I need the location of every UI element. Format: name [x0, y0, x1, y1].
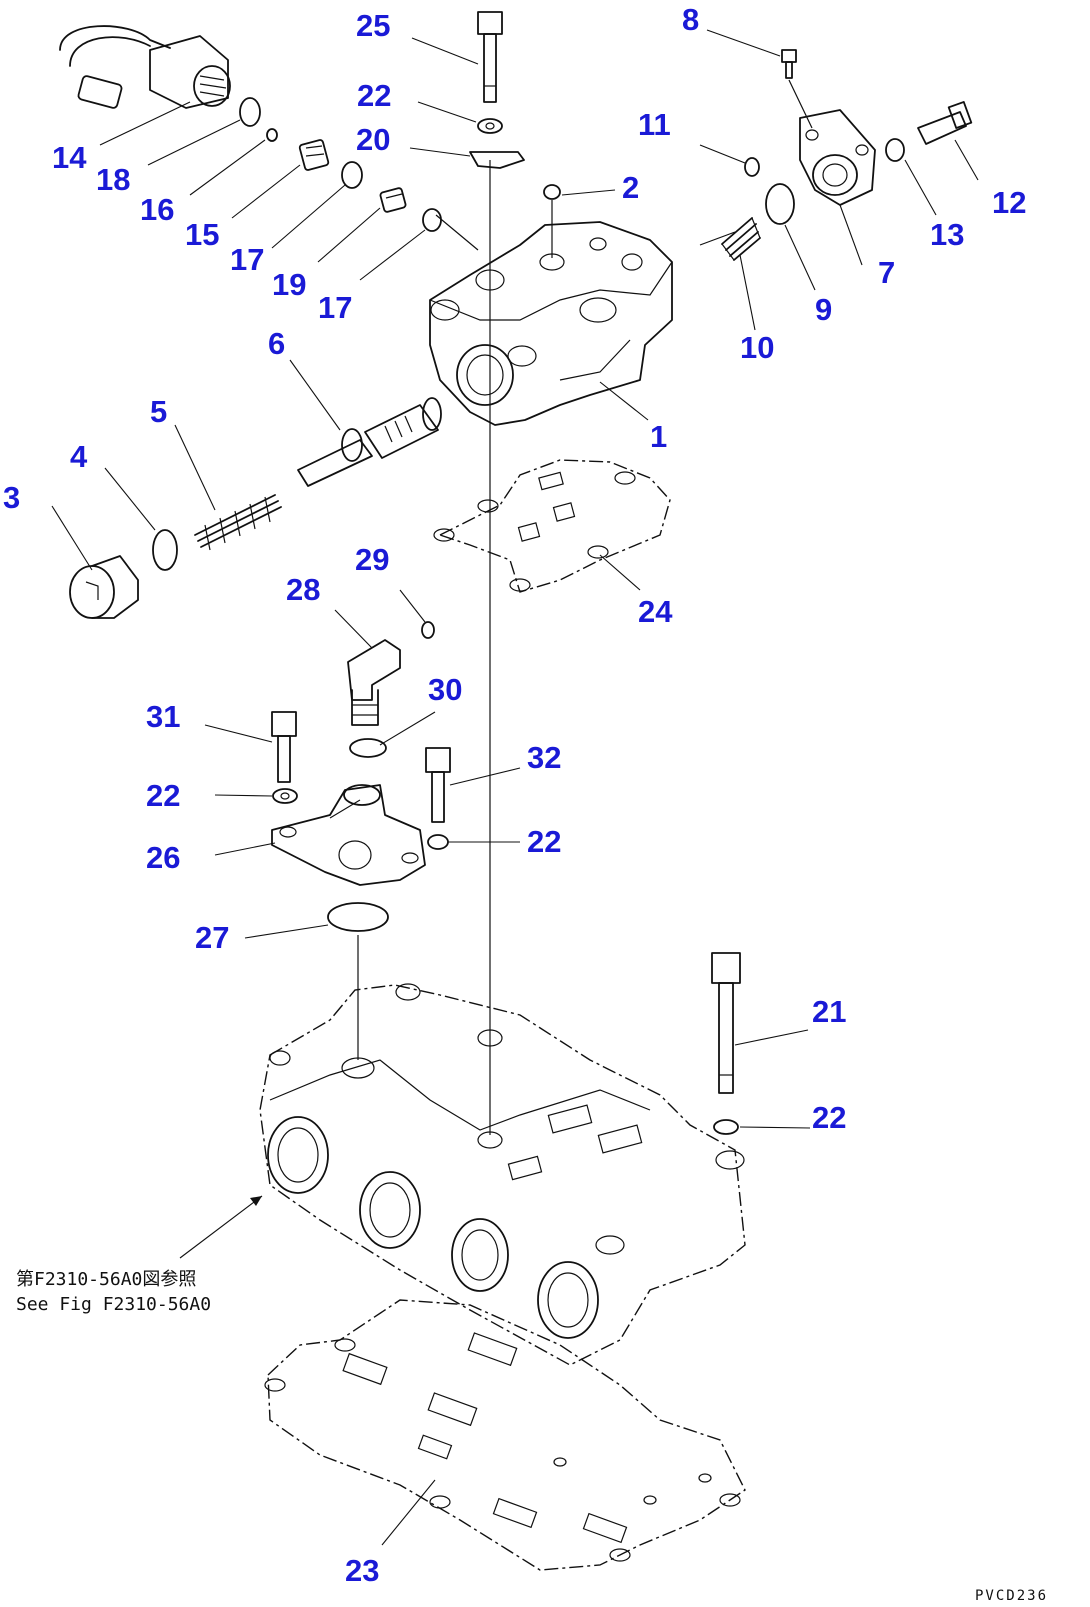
o-ring-29	[421, 621, 435, 639]
spool-6	[297, 397, 442, 487]
solenoid-14	[59, 25, 231, 109]
gasket-23	[264, 1299, 746, 1571]
bolt-31	[271, 711, 297, 783]
washer-13	[885, 138, 905, 162]
callout-14: 14	[52, 140, 87, 175]
callout-28: 28	[286, 572, 320, 607]
callout-31: 31	[146, 699, 180, 734]
callout-23: 23	[345, 1553, 379, 1588]
callout-4: 4	[70, 439, 88, 474]
callout-29: 29	[355, 542, 389, 577]
o-ring-17-upper	[341, 161, 363, 189]
callout-20: 20	[356, 122, 390, 157]
callout-24: 24	[638, 594, 673, 629]
flange-7	[799, 109, 876, 206]
callout-19: 19	[272, 267, 306, 302]
o-ring-17-lower	[422, 208, 442, 232]
callout-8: 8	[682, 2, 699, 37]
callout-18: 18	[96, 162, 130, 197]
o-ring-16	[266, 128, 278, 142]
fitting-19	[379, 187, 407, 213]
callout-numbers: 1 2 3 4 5 6 7 8 9 10 11 12 13 14 15 16 1…	[3, 2, 1026, 1588]
bolt-32	[425, 747, 451, 823]
callout-6: 6	[268, 326, 285, 361]
callout-32: 32	[527, 740, 561, 775]
callout-7: 7	[878, 255, 895, 290]
callout-10: 10	[740, 330, 774, 365]
valve-housing	[259, 983, 746, 1366]
callout-30: 30	[428, 672, 462, 707]
drawing-code: PVCD236	[975, 1588, 1048, 1604]
bolt-21	[711, 952, 741, 1094]
callout-13: 13	[930, 217, 964, 252]
block-26	[271, 784, 426, 886]
o-ring-4	[152, 529, 178, 571]
callout-3: 3	[3, 480, 20, 515]
bolt-25	[477, 11, 503, 103]
gasket-24	[433, 459, 671, 593]
callout-25: 25	[356, 8, 390, 43]
callout-2: 2	[622, 170, 639, 205]
fitting-15	[298, 139, 330, 171]
washer-22-left	[272, 788, 298, 804]
callout-12: 12	[992, 185, 1026, 220]
callout-22-right: 22	[527, 824, 561, 859]
reference-note-jp: 第F2310-56A0図参照	[16, 1269, 196, 1290]
callout-leaders	[51, 29, 979, 1546]
callout-16: 16	[140, 192, 174, 227]
callout-22-left: 22	[146, 778, 180, 813]
callout-5: 5	[150, 394, 167, 429]
washer-22-bottom	[713, 1119, 739, 1135]
o-ring-9	[765, 183, 795, 225]
callout-27: 27	[195, 920, 229, 955]
spring-5	[194, 494, 282, 551]
reference-note-en: See Fig F2310-56A0	[16, 1294, 211, 1315]
spring-10	[721, 217, 761, 261]
reference-leader	[179, 1195, 263, 1259]
bolt-12	[917, 101, 973, 145]
washer-22-right	[427, 834, 449, 850]
callout-21: 21	[812, 994, 846, 1029]
callout-22-top: 22	[357, 78, 391, 113]
plate-20	[469, 151, 525, 169]
callout-11: 11	[638, 107, 671, 142]
o-ring-30	[349, 738, 387, 758]
callout-1: 1	[650, 419, 667, 454]
elbow-28	[347, 639, 401, 726]
plug-2	[543, 184, 561, 200]
plug-3	[69, 555, 139, 619]
callout-22-bottom: 22	[812, 1100, 846, 1135]
callout-15: 15	[185, 217, 219, 252]
callout-26: 26	[146, 840, 180, 875]
o-ring-11	[744, 157, 760, 177]
o-ring-27	[327, 902, 389, 932]
bolt-8	[781, 49, 797, 79]
o-ring-18	[239, 97, 261, 127]
callout-17b: 17	[318, 290, 352, 325]
callout-9: 9	[815, 292, 832, 327]
callout-17a: 17	[230, 242, 264, 277]
washer-22-top	[477, 118, 503, 134]
valve-body-1	[429, 221, 673, 426]
